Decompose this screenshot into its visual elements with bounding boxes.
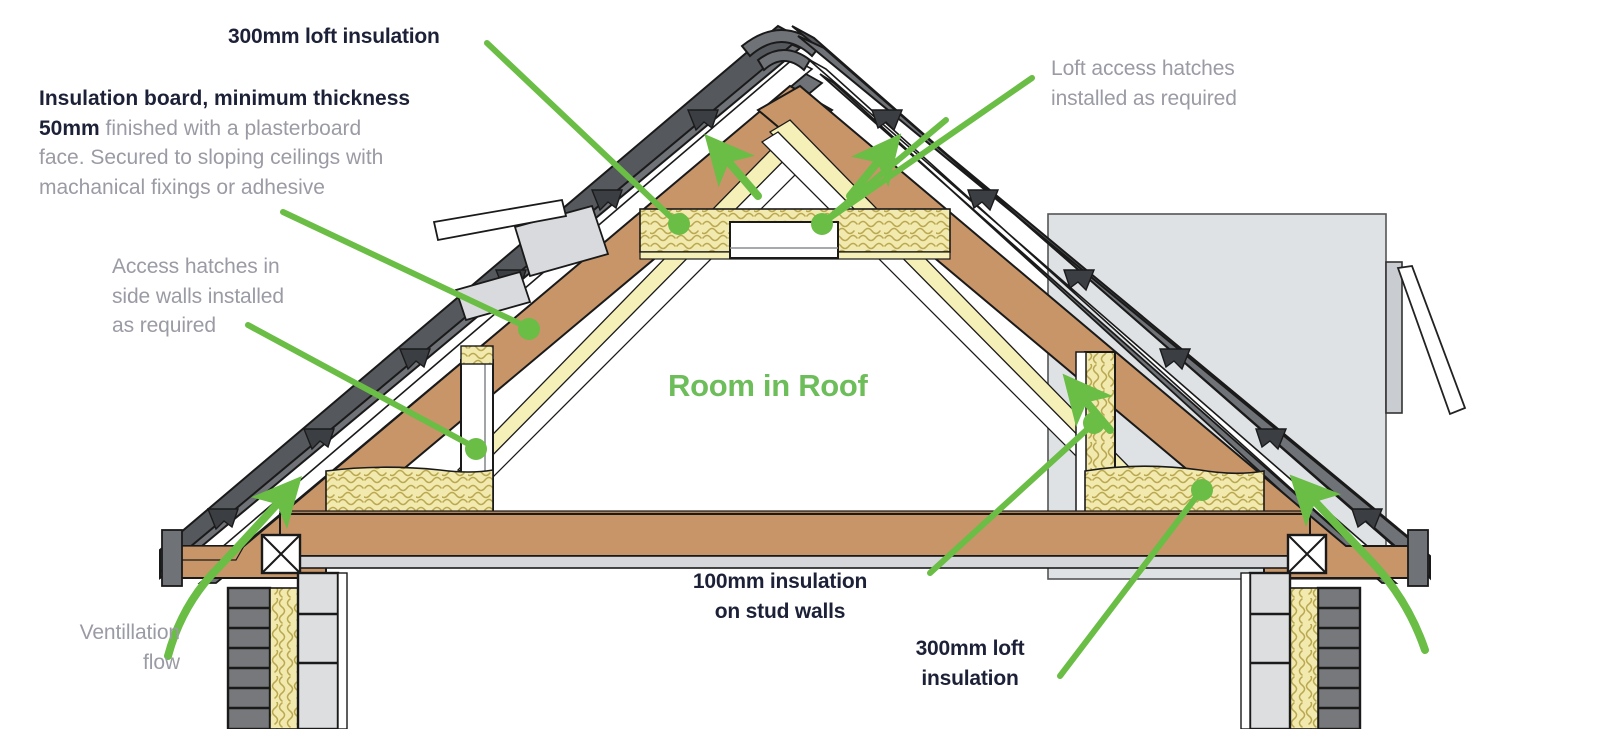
ventilation-arrow-right (1289, 474, 1429, 654)
wall-plate-right (1286, 533, 1328, 575)
loft-access-hatches-line2: installed as required (1051, 86, 1237, 110)
fascia-left (161, 529, 183, 587)
label-loft-insulation-top: 300mm loft insulation (228, 22, 488, 52)
leader-dots (465, 213, 1213, 501)
insulation-board-line3: face. Secured to sloping ceilings with (39, 146, 384, 169)
roof-tiles-right (791, 25, 1431, 584)
vent-arrow-ridge-left (704, 133, 762, 200)
label-ventilation-flow: Ventillation flow (20, 618, 180, 677)
fascia-right (1407, 529, 1429, 587)
lower-loft-insulation-right (1084, 465, 1265, 515)
leader-insulation-board (280, 209, 530, 330)
access-hatches-line3: as required (112, 314, 216, 337)
leader-loft-insulation-top (484, 40, 679, 225)
vent-arrow-ridge-right (846, 133, 902, 200)
label-insulation-board: Insulation board, minimum thickness 50mm… (39, 84, 469, 202)
ventilation-arrows (164, 133, 1429, 660)
leader-dot-loft-bottom (1191, 479, 1213, 501)
label-loft-insulation-bottom: 300mm loft insulation (880, 634, 1060, 694)
label-loft-insulation-top-text: 300mm loft insulation (228, 25, 440, 48)
leader-loft-access-hatches (821, 75, 1035, 225)
insulation-board-line2-rest: finished with a plasterboard (99, 116, 362, 140)
leader-loft-insulation-bottom (1057, 489, 1203, 679)
leader-access-hatches-side (245, 322, 477, 450)
insulation-board-line4: machanical fixings or adhesive (39, 175, 325, 199)
cavity-wall-right (1240, 571, 1362, 729)
cavity-wall-left (226, 571, 348, 729)
ventilation-flow-line2: flow (143, 650, 180, 674)
leader-stud-wall-insulation (927, 422, 1095, 576)
label-loft-access-hatches: Loft access hatches installed as require… (1051, 54, 1311, 113)
leader-dot-loft-hatches (811, 213, 833, 235)
ventilation-arrow-left (164, 476, 302, 660)
tile-clips-right (871, 109, 1384, 531)
label-access-hatches-side: Access hatches in side walls installed a… (112, 252, 312, 341)
access-hatches-line2: side walls installed (112, 284, 284, 308)
loft-insulation-bottom-line2: insulation (921, 667, 1019, 690)
wall-plate-left (260, 533, 302, 575)
lower-loft-insulation-left (325, 466, 494, 515)
stud-wall-insulation-line1: 100mm insulation (692, 570, 868, 593)
leader-dot-access-hatches (465, 438, 487, 460)
side-wall-access-hatch-panels (432, 198, 610, 322)
loft-insulation-bottom-line1: 300mm loft (915, 637, 1025, 660)
stud-wall-insulation-line2: on stud walls (714, 600, 846, 623)
label-stud-wall-insulation: 100mm insulation on stud walls (660, 567, 900, 627)
leader-dot-insulation-board (518, 318, 540, 340)
ventilation-flow-line1: Ventillation (79, 621, 180, 644)
access-hatches-line1: Access hatches in (112, 255, 280, 278)
leaning-batten (1396, 265, 1467, 416)
floor-joist-slab (279, 510, 1311, 569)
insulation-board-line1: Insulation board, minimum thickness (39, 87, 411, 110)
leader-lines (245, 40, 1203, 679)
loft-access-hatches-line1: Loft access hatches (1051, 57, 1235, 80)
leader-dot-loft-top (668, 213, 690, 235)
room-in-roof-label: Room in Roof (668, 368, 868, 403)
insulation-board-line2-bold: 50mm (39, 116, 100, 140)
leader-loft-access-hatches-2 (821, 117, 949, 225)
leader-dot-stud-wall (1083, 412, 1105, 434)
